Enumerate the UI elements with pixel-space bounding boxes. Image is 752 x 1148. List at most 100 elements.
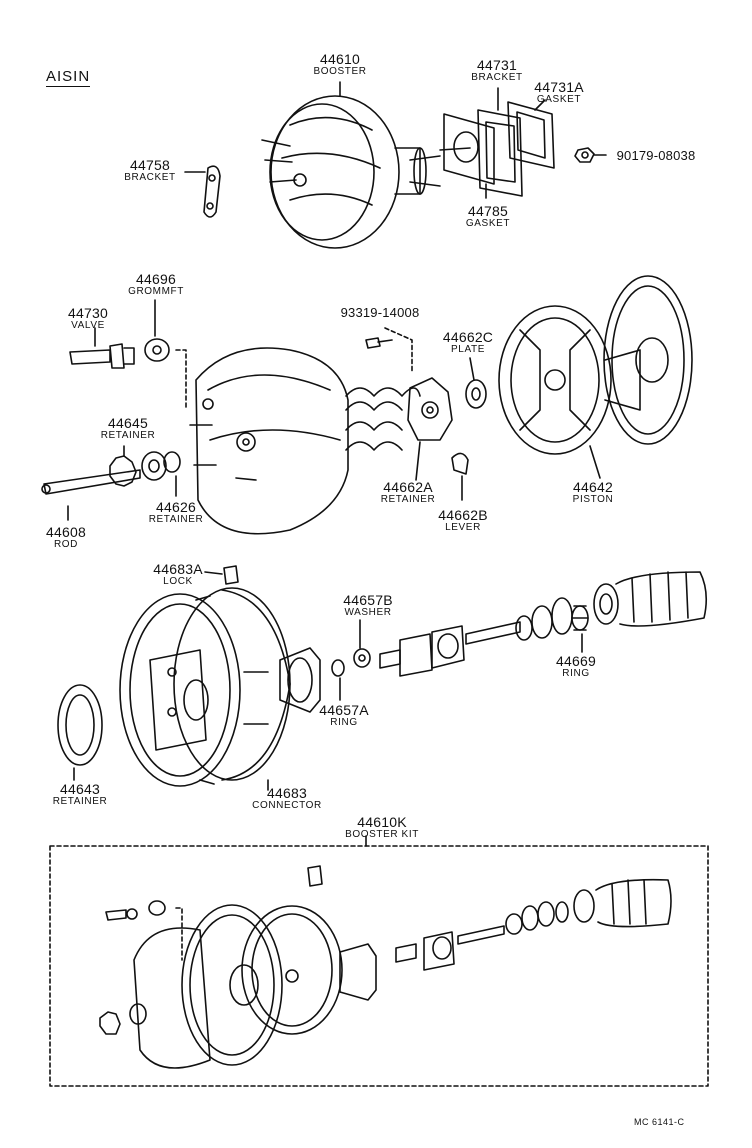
drawing-code: MC 6141-C <box>634 1117 685 1127</box>
rear-shell-drawing <box>189 347 349 535</box>
label-44643: 44643 RETAINER <box>53 782 108 807</box>
retainer-44645-drawing <box>109 445 137 487</box>
leader-dashed-valve <box>175 349 187 409</box>
part-name: PLATE <box>451 344 485 355</box>
part-number: 44643 <box>60 781 100 797</box>
part-name: RING <box>562 668 590 679</box>
part-number: 44657B <box>343 592 393 608</box>
part-name: RETAINER <box>148 514 204 525</box>
part-name: BOOSTER KIT <box>345 829 419 840</box>
label-44645: 44645 RETAINER <box>101 416 156 441</box>
part-name: RING <box>330 717 358 728</box>
part-number: 44662C <box>442 329 494 345</box>
bolt-93319-drawing <box>365 337 393 349</box>
retainer-44643-drawing <box>57 684 103 781</box>
label-44662c: 44662C PLATE <box>443 330 493 355</box>
label-44608: 44608 ROD <box>46 525 86 550</box>
ring-44669-drawing <box>571 605 589 653</box>
lever-44662b-drawing <box>451 452 469 501</box>
part-number: 44662A <box>383 479 433 495</box>
part-number: 90179-08038 <box>616 148 696 163</box>
valve-body-drawing <box>379 597 573 677</box>
label-44626: 44626 RETAINER <box>149 500 204 525</box>
part-number: 44662B <box>438 507 488 523</box>
label-44657b: 44657B WASHER <box>343 593 392 618</box>
gasket-44731a-drawing <box>507 99 555 169</box>
part-number: 44610K <box>357 814 407 830</box>
part-number: 44608 <box>46 524 86 540</box>
part-name: GASKET <box>465 218 511 229</box>
label-93319-14008: 93319-14008 <box>341 306 420 319</box>
booster-kit-frame <box>49 845 709 1087</box>
part-name: GROMMFT <box>128 286 184 297</box>
part-name: RETAINER <box>52 796 108 807</box>
part-name: PISTON <box>572 494 614 505</box>
part-number: 44610 <box>320 51 360 67</box>
part-number: 44626 <box>156 499 196 515</box>
brand-label: AISIN <box>46 68 91 87</box>
diaphragm-spring-drawing <box>345 387 421 451</box>
part-number: 44683A <box>153 561 203 577</box>
nut-90179-drawing <box>574 147 607 163</box>
part-name: LOCK <box>163 576 193 587</box>
grommet-44696-drawing <box>144 299 170 362</box>
gasket-44785-drawing <box>443 113 495 199</box>
bracket-44758-drawing <box>184 165 221 218</box>
bracket-44731-drawing <box>477 87 523 197</box>
part-number: 44657A <box>319 702 369 718</box>
part-name: GASKET <box>536 94 582 105</box>
label-44785: 44785 GASKET <box>466 204 510 229</box>
part-name: RETAINER <box>100 430 156 441</box>
piston-44642-drawing <box>498 275 693 479</box>
part-name: CONNECTOR <box>252 800 322 811</box>
part-number: 44785 <box>468 203 508 219</box>
booster-assembly-drawing <box>261 81 471 249</box>
part-name: BOOSTER <box>313 66 367 77</box>
booster-kit-drawing <box>99 865 672 1069</box>
bellows-drawing <box>593 571 708 627</box>
part-name: ROD <box>53 539 79 550</box>
label-44696: 44696 GROMMFT <box>128 272 184 297</box>
label-44731: 44731 BRACKET <box>471 58 522 83</box>
label-44610k: 44610K BOOSTER KIT <box>345 815 419 840</box>
label-44758: 44758 BRACKET <box>124 158 175 183</box>
part-number: 44758 <box>130 157 170 173</box>
ring-44657a-drawing <box>331 659 345 701</box>
leader-dashed-bolt <box>384 327 413 373</box>
retainer-44626-drawing <box>141 451 181 497</box>
part-number: 44731 <box>477 57 517 73</box>
label-44683a: 44683A LOCK <box>153 562 202 587</box>
part-name: BRACKET <box>124 172 176 183</box>
part-number: 93319-14008 <box>340 305 420 320</box>
part-number: 44669 <box>556 653 596 669</box>
plate-44662c-drawing <box>465 357 487 409</box>
front-shell-drawing <box>119 587 291 787</box>
washer-44657b-drawing <box>353 619 371 668</box>
label-44610: 44610 BOOSTER <box>313 52 366 77</box>
valve-44730-drawing <box>69 327 135 369</box>
label-44731a: 44731A GASKET <box>534 80 583 105</box>
label-44642: 44642 PISTON <box>573 480 614 505</box>
label-44662a: 44662A RETAINER <box>381 480 436 505</box>
connector-44683-drawing <box>267 647 321 791</box>
part-name: BRACKET <box>471 72 523 83</box>
label-90179-08038: 90179-08038 <box>617 149 696 162</box>
part-number: 44683 <box>267 785 307 801</box>
part-number: 44696 <box>136 271 176 287</box>
retainer-44662a-drawing <box>407 377 453 481</box>
label-44669: 44669 RING <box>556 654 596 679</box>
part-number: 44730 <box>68 305 108 321</box>
part-name: RETAINER <box>380 494 436 505</box>
label-44683: 44683 CONNECTOR <box>252 786 322 811</box>
label-44730: 44730 VALVE <box>68 306 108 331</box>
part-number: 44645 <box>108 415 148 431</box>
lock-44683a-drawing <box>204 565 239 585</box>
label-44657a: 44657A RING <box>319 703 368 728</box>
label-44662b: 44662B LEVER <box>438 508 487 533</box>
part-name: LEVER <box>445 522 481 533</box>
part-number: 44642 <box>573 479 613 495</box>
rod-44608-drawing <box>41 469 141 521</box>
part-number: 44731A <box>534 79 584 95</box>
